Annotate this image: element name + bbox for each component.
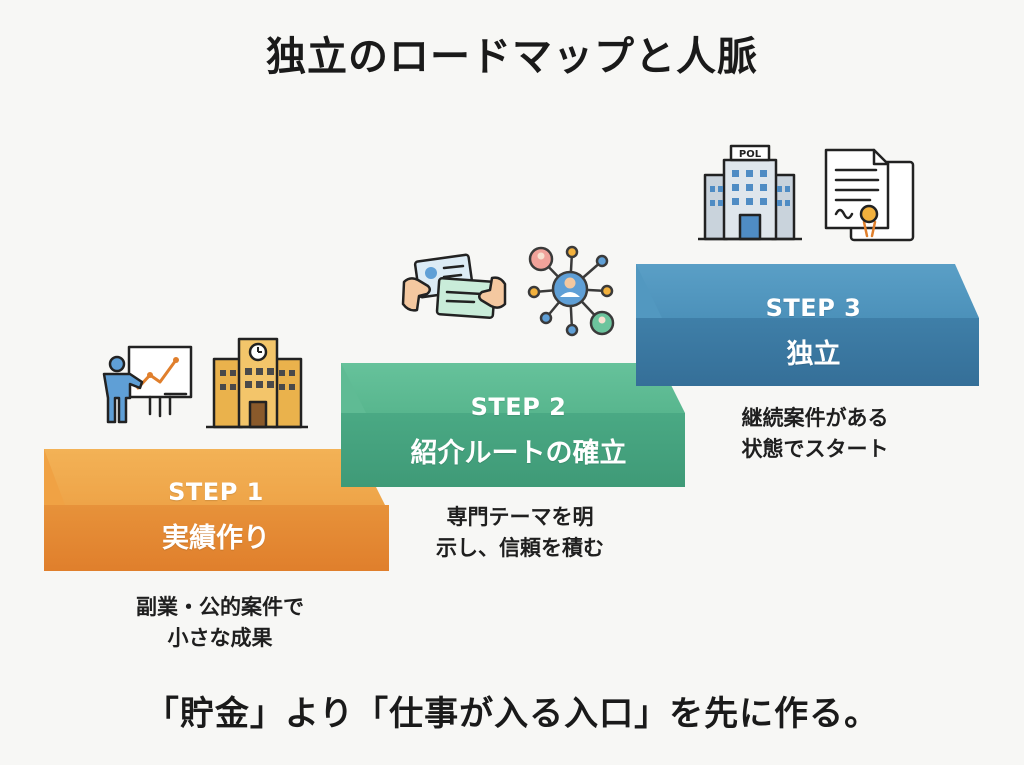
step-2-label: STEP 2 紹介ルートの確立 bbox=[341, 393, 696, 470]
step-1-label: STEP 1 実績作り bbox=[1, 478, 431, 555]
page-title: 独立のロードマップと人脈 bbox=[266, 34, 758, 80]
business-card-exchange-icon bbox=[401, 253, 507, 319]
step-3-description: 継続案件がある 状態でスタート bbox=[685, 403, 945, 465]
step-2-name: 紹介ルートの確立 bbox=[410, 438, 627, 469]
step-1-name: 実績作り bbox=[162, 523, 270, 554]
step-2-desc-line-1: 専門テーマを明 bbox=[446, 505, 594, 529]
step-1-desc-line-2: 小さな成果 bbox=[167, 626, 273, 650]
step-3-desc-line-2: 状態でスタート bbox=[741, 437, 889, 461]
step-2-block bbox=[341, 363, 685, 487]
step-2-description: 専門テーマを明 示し、信頼を積む bbox=[380, 502, 660, 564]
step-1-block bbox=[44, 449, 389, 571]
school-building-icon bbox=[206, 337, 308, 429]
certificate-document-icon bbox=[824, 148, 915, 242]
footer-message: 「貯金」より「仕事が入る入口」を先に作る。 bbox=[144, 694, 880, 734]
step-1-description: 副業・公的案件で 小さな成果 bbox=[80, 592, 360, 654]
step-3-block bbox=[636, 264, 979, 386]
step-1-number: STEP 1 bbox=[168, 478, 264, 506]
building-sign-text: POL bbox=[739, 149, 762, 160]
step-2-desc-line-2: 示し、信頼を積む bbox=[436, 536, 604, 560]
step-1-desc-line-1: 副業・公的案件で bbox=[136, 595, 304, 619]
step-2-number: STEP 2 bbox=[470, 393, 567, 421]
pol-office-building-icon bbox=[698, 144, 802, 241]
step-3-number: STEP 3 bbox=[765, 294, 862, 322]
step-3-name: 独立 bbox=[786, 339, 841, 370]
step-3-label: STEP 3 独立 bbox=[636, 294, 991, 371]
presenter-chart-icon bbox=[102, 345, 193, 424]
step-3-desc-line-1: 継続案件がある bbox=[741, 406, 889, 430]
network-people-icon bbox=[527, 245, 615, 337]
